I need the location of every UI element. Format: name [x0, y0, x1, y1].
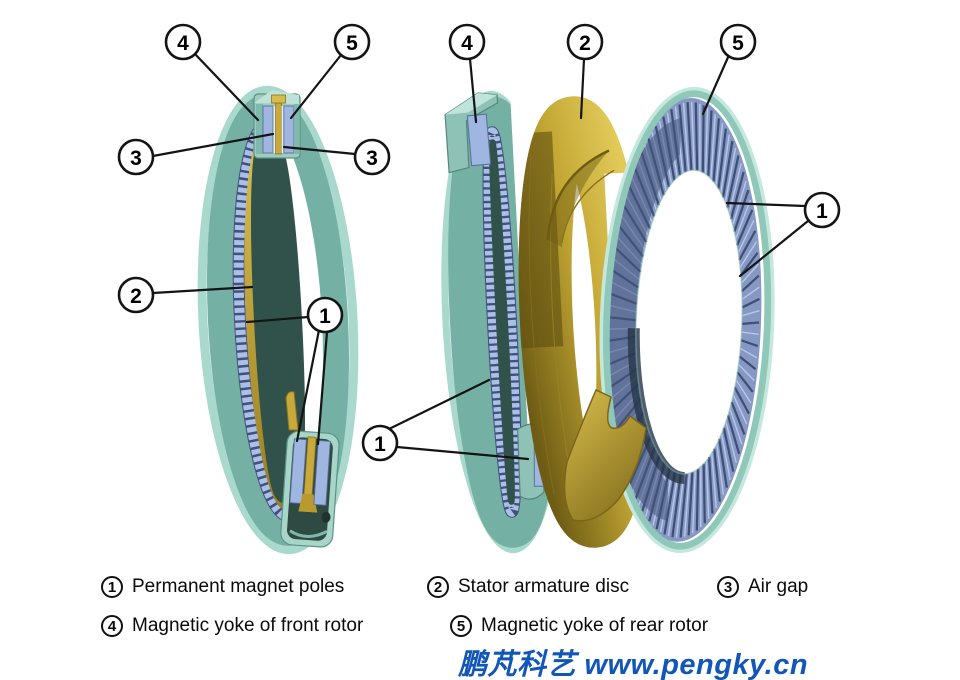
callout-lines	[151, 52, 810, 461]
magnet-left	[289, 438, 307, 505]
assembled-top-section	[253, 90, 301, 159]
callout-1-front-rotor: 1	[361, 424, 399, 462]
callout-4-assembled-label: 4	[177, 32, 189, 55]
assembled-bottom-section	[280, 430, 340, 548]
inner-hole-edge	[634, 169, 744, 475]
callout-4-exploded: 4	[448, 23, 486, 61]
legend-num-5: 5	[450, 615, 472, 637]
callout-2-exploded: 2	[566, 23, 604, 61]
callout-1-assembled: 1	[306, 296, 344, 334]
legend-num-2: 2	[427, 576, 449, 598]
magnet-left	[262, 105, 274, 154]
legend-text-2: Stator armature disc	[458, 576, 630, 597]
air-gap-left	[273, 106, 276, 153]
callout-3-left: 3	[117, 138, 155, 176]
callout-3-right: 3	[353, 138, 391, 176]
inner-dark-edge	[489, 139, 515, 505]
callout-5-exploded-label: 5	[732, 32, 744, 55]
magnet-right	[313, 440, 331, 506]
legend-item-air-gap: 3 Air gap	[717, 576, 808, 598]
magnet-right	[283, 105, 295, 154]
brand-watermark[interactable]: 鹏芃科艺 www.pengky.cn	[458, 649, 809, 680]
callout-3-left-label: 3	[130, 147, 142, 170]
callout-5-assembled: 5	[333, 23, 371, 61]
callout-3-right-label: 3	[366, 147, 378, 170]
callout-1-rear-rotor: 1	[803, 191, 841, 229]
callout-2-assembled: 2	[117, 276, 155, 314]
stator-core-top	[271, 94, 286, 104]
front-yoke-top-section	[444, 92, 499, 174]
air-gap-right	[281, 106, 284, 153]
callout-1-front-rotor-label: 1	[374, 433, 386, 456]
legend-num-3: 3	[717, 576, 739, 598]
rear-yoke-rim	[601, 89, 773, 551]
stator-top-scallop-shadow	[547, 150, 610, 248]
channel-bottom-edge	[289, 529, 328, 539]
callout-1-assembled-label: 1	[319, 305, 331, 328]
front-yoke-wall	[256, 104, 263, 154]
magnet-block	[466, 113, 492, 167]
callout-1-rear-rotor-label: 1	[816, 200, 828, 223]
flange-top-face	[445, 92, 498, 115]
inner-rim-shadow	[627, 325, 690, 484]
callout-5-assembled-label: 5	[346, 32, 358, 55]
stator-bottom-scallop	[563, 388, 647, 522]
stator-inner-edge-line	[550, 173, 571, 472]
legend-text-3: Air gap	[748, 576, 809, 597]
legend-item-magnetic-yoke-rear-rotor: 5 Magnetic yoke of rear rotor	[450, 615, 708, 637]
callout-4-exploded-label: 4	[461, 32, 473, 55]
stator-core-bar	[275, 102, 283, 155]
callout-markers: 4 5 3 3 2 1 4 2	[117, 23, 841, 462]
stator-top-scallop-line	[546, 149, 610, 240]
stator-lead-sliver	[285, 391, 299, 431]
legend-item-stator-armature-disc: 2 Stator armature disc	[427, 576, 629, 598]
legend-num-1: 1	[101, 576, 123, 598]
stator-seam-line	[528, 152, 555, 494]
callout-2-exploded-label: 2	[579, 32, 591, 55]
callout-4-assembled: 4	[164, 23, 202, 61]
legend-num-4: 4	[101, 615, 123, 637]
stator-top-scallop-line2	[561, 169, 615, 244]
stator-shadow	[518, 131, 564, 350]
callout-2-assembled-label: 2	[130, 285, 142, 308]
legend-text-5: Magnetic yoke of rear rotor	[481, 615, 709, 636]
legend-item-magnetic-yoke-front-rotor: 4 Magnetic yoke of front rotor	[101, 615, 363, 637]
magnet-strip	[483, 127, 521, 517]
legend-text-4: Magnetic yoke of front rotor	[132, 615, 364, 636]
rear-yoke-wall	[293, 104, 300, 154]
callout-5-exploded: 5	[719, 23, 757, 61]
legend-item-permanent-magnet-poles: 1 Permanent magnet poles	[101, 576, 344, 598]
rear-yoke-rim-edge	[599, 86, 775, 554]
stator-core-flare	[298, 493, 318, 513]
bolt-hole	[321, 511, 331, 523]
legend-text-1: Permanent magnet poles	[132, 576, 345, 597]
front-yoke-rim-edge	[197, 85, 359, 555]
